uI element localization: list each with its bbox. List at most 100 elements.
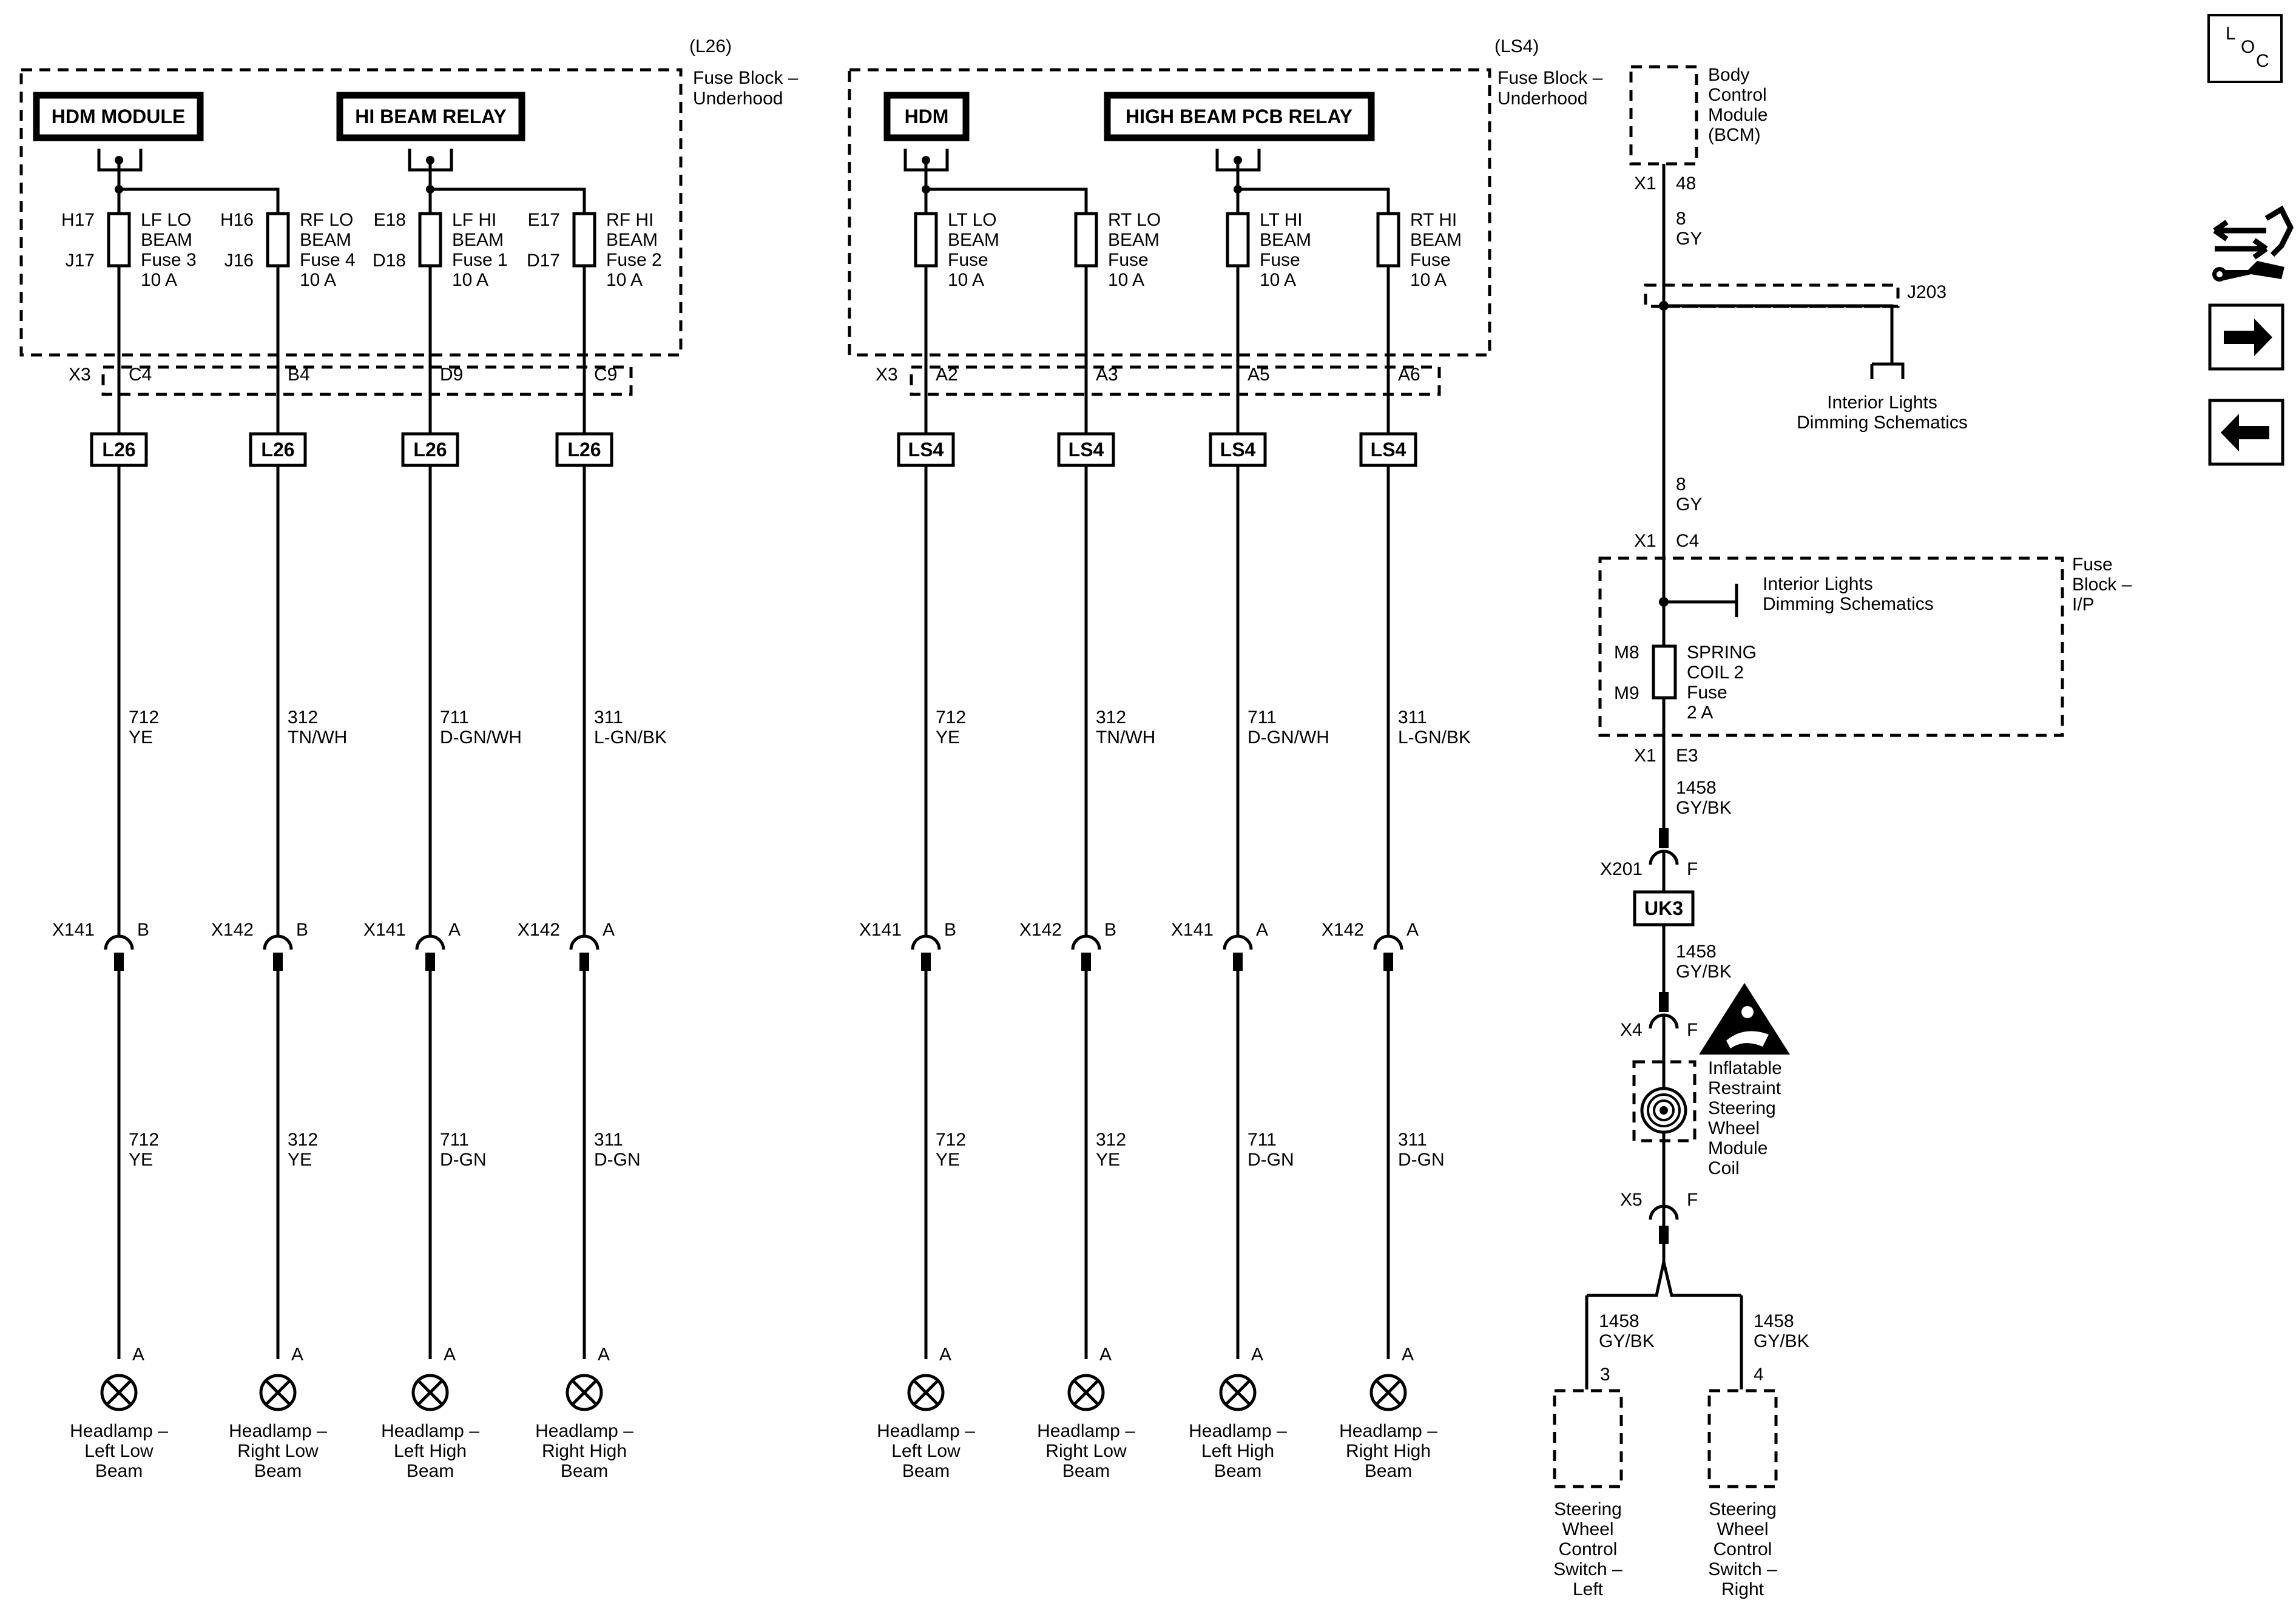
right-fuse-label-4-2: Fuse (1410, 250, 1451, 270)
right-wire-top-color-1: YE (936, 727, 960, 748)
wire3-num: 1458 (1676, 778, 1717, 798)
right-headlamp-icon-3[interactable] (1219, 1374, 1257, 1411)
right-option-tag-2 (1057, 432, 1115, 467)
left-switch-pin: 3 (1600, 1365, 1610, 1385)
right-fuse-1[interactable] (914, 212, 938, 268)
right-fuse-label-1-2: Fuse (948, 250, 988, 270)
left-fuse-pin-bot-4: D17 (527, 251, 560, 271)
right-module-feed (903, 149, 1088, 901)
right-inline-conn-pin-3: A (1256, 920, 1268, 940)
bcm-block[interactable] (1629, 65, 1698, 166)
right-lamp-label-4-1: Right High (1346, 1441, 1431, 1461)
left-headlamp-icon-3[interactable] (411, 1374, 449, 1411)
coil-line6: Coil (1708, 1158, 1740, 1178)
coil-line5: Module (1708, 1138, 1768, 1158)
left-fuse-label-3-1: BEAM (452, 230, 504, 250)
right-option-label: (LS4) (1494, 36, 1539, 56)
right-lamp-label-3-2: Beam (1214, 1461, 1261, 1481)
left-fuse-label-1-3: 10 A (141, 270, 177, 290)
right-fuse-block-outline (848, 68, 1491, 357)
bcm-label-2: Control (1708, 85, 1767, 105)
left-fuse-label-2-2: Fuse 4 (300, 250, 356, 270)
right-headlamp-icon-2[interactable] (1067, 1374, 1105, 1411)
right-wire-bot-num-1: 712 (936, 1130, 966, 1150)
right-fuse-4[interactable] (1376, 212, 1400, 268)
loc-button[interactable]: L O C (2207, 14, 2283, 83)
right-branch-wire-num: 1458 (1754, 1311, 1794, 1331)
left-wire-bot-num-2: 312 (288, 1130, 318, 1150)
left-relay-box[interactable]: HI BEAM RELAY (336, 92, 525, 141)
arrow-right-icon (2224, 319, 2272, 356)
bcm-wire2-color: GY (1676, 495, 1702, 515)
wire4-color: GY/BK (1676, 962, 1732, 982)
left-option-text-3: L26 (413, 439, 447, 461)
right-headlamp-icon-1[interactable] (907, 1374, 945, 1411)
left-wire-bot-num-3: 711 (440, 1130, 469, 1150)
wire4-num: 1458 (1676, 942, 1717, 962)
right-relay-feed (1215, 149, 1390, 901)
left-branch-wire-num: 1458 (1599, 1311, 1639, 1331)
left-wire-top-num-2: 312 (288, 707, 318, 727)
spring-fuse-line1: SPRING (1687, 643, 1757, 663)
ip-conn-label: X1 (1634, 531, 1656, 551)
left-wire-bot-color-1: YE (129, 1150, 153, 1170)
left-fuse-label-2-3: 10 A (300, 270, 336, 290)
left-module-label: HDM MODULE (52, 106, 185, 127)
right-x3-label: X3 (876, 365, 898, 385)
right-wire-top-num-2: 312 (1096, 707, 1126, 727)
right-module-box[interactable]: HDM (883, 92, 970, 141)
left-fuse-3[interactable] (418, 212, 442, 268)
left-fuse-block-outline (19, 68, 683, 357)
right-fuse-3[interactable] (1226, 212, 1250, 268)
right-steering-switch[interactable] (1707, 1389, 1778, 1488)
airbag-warning-icon (1699, 983, 1790, 1055)
left-headlamp-icon-4[interactable] (566, 1374, 603, 1411)
x4-label: X4 (1620, 1020, 1643, 1040)
right-cavity-4: A6 (1398, 365, 1420, 385)
left-x3-connector (101, 365, 633, 396)
right-fuse-label-2-0: RT LO (1108, 210, 1161, 230)
left-option-tag-3 (401, 432, 459, 467)
left-fuse-1[interactable] (107, 212, 131, 268)
left-lamp-label-4-0: Headlamp – (535, 1421, 633, 1441)
right-option-text-4: LS4 (1371, 439, 1406, 461)
right-inline-connector-1 (911, 901, 941, 1359)
left-wire-bot-color-4: D-GN (594, 1150, 641, 1170)
bcm-conn-label: X1 (1634, 174, 1656, 194)
x5-label: X5 (1620, 1190, 1643, 1210)
right-fuse-label-1-3: 10 A (948, 270, 984, 290)
left-fuse-label-3-2: Fuse 1 (452, 250, 508, 270)
right-wire-bot-num-3: 711 (1248, 1130, 1277, 1150)
left-cavity-2: B4 (288, 365, 310, 385)
back-button[interactable] (2208, 399, 2284, 466)
left-fuse-pin-bot-3: D18 (373, 251, 406, 271)
right-switch-line3: Control (1714, 1539, 1772, 1559)
right-wire-bot-color-1: YE (936, 1150, 960, 1170)
right-x3-connector (910, 365, 1441, 396)
right-inline-conn-name-2: X142 (1019, 920, 1062, 940)
left-headlamp-icon-2[interactable] (259, 1374, 297, 1411)
left-switch-line3: Control (1559, 1539, 1618, 1559)
left-wire-bot-color-2: YE (288, 1150, 312, 1170)
left-headlamp-icon-1[interactable] (100, 1374, 138, 1411)
right-headlamp-icon-4[interactable] (1369, 1374, 1407, 1411)
left-fuse-4[interactable] (572, 212, 596, 268)
left-inline-conn-pin-3: A (448, 920, 461, 940)
right-fuse-2[interactable] (1074, 212, 1098, 268)
left-wire-top-num-1: 712 (129, 707, 159, 727)
left-module-box[interactable]: HDM MODULE (33, 92, 204, 141)
right-lamp-label-3-0: Headlamp – (1189, 1421, 1287, 1441)
right-switch-line5: Right (1721, 1579, 1764, 1599)
spring-coil-fuse[interactable] (1652, 644, 1677, 700)
left-fuse-2[interactable] (266, 212, 290, 268)
wire3-color: GY/BK (1676, 798, 1732, 818)
right-wire-bot-color-4: D-GN (1398, 1150, 1445, 1170)
right-relay-box[interactable]: HIGH BEAM PCB RELAY (1104, 92, 1375, 141)
forward-button[interactable] (2208, 303, 2284, 371)
left-fuse-label-1-0: LF LO (141, 210, 191, 230)
coil-line4: Wheel (1708, 1118, 1760, 1138)
right-fuse-label-1-0: LT LO (948, 210, 997, 230)
dimming1-line2: Dimming Schematics (1797, 413, 1968, 433)
connector-tool-icon[interactable] (2212, 205, 2294, 282)
left-steering-switch[interactable] (1553, 1389, 1623, 1488)
